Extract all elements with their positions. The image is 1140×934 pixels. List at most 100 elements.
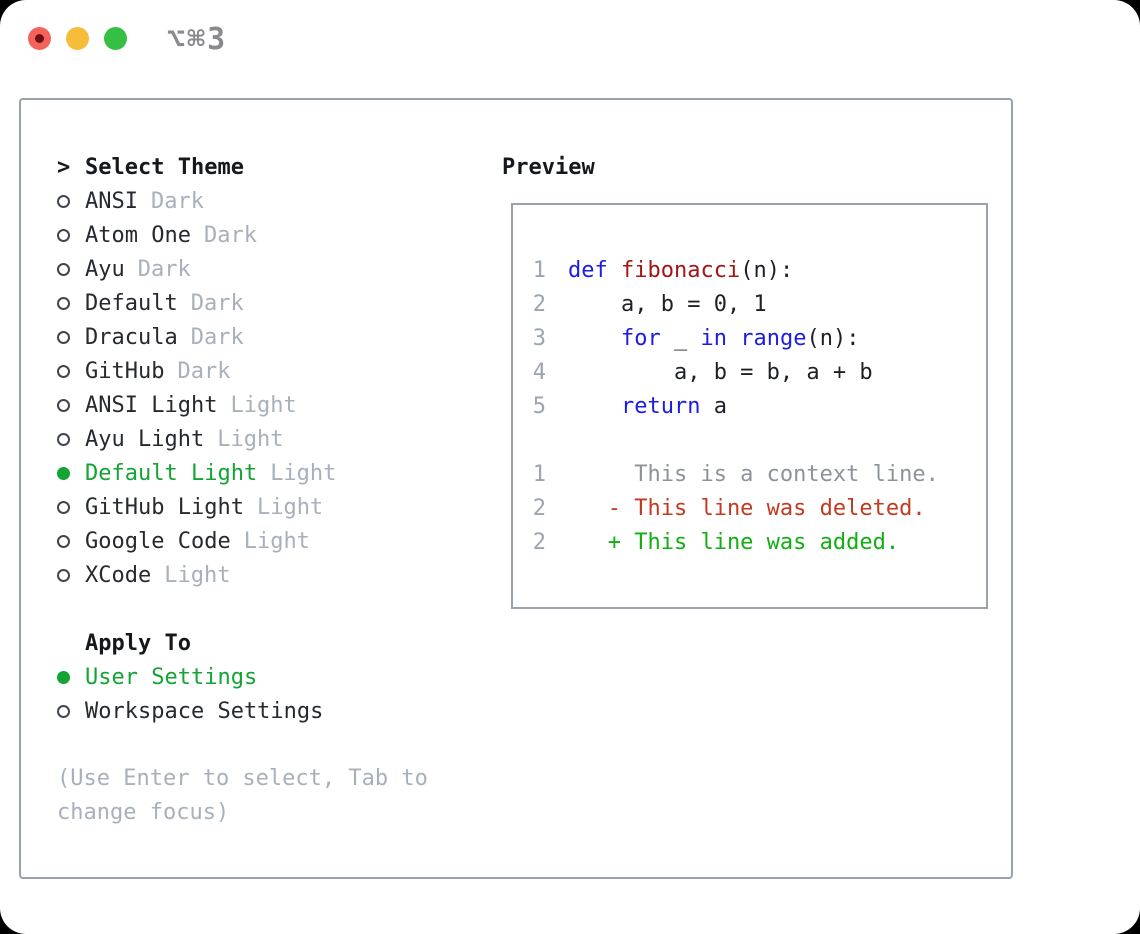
theme-option-label: GitHub xyxy=(85,358,165,384)
theme-option-label: ANSI Light xyxy=(85,392,218,418)
theme-option-label: Atom One xyxy=(85,222,191,248)
code-token xyxy=(568,326,621,351)
theme-option-label: Default Light xyxy=(85,460,258,486)
line-number: 5 xyxy=(532,393,546,419)
window-shortcut-label: ⌥⌘3 xyxy=(167,22,228,57)
keyboard-hint: (Use Enter to select, Tab to change focu… xyxy=(57,766,428,825)
theme-option-default-light[interactable]: Default Light Light xyxy=(57,456,487,490)
code-token: _ xyxy=(660,325,701,351)
theme-variant-label: Light xyxy=(256,494,324,520)
title-bar: ⌥⌘3 xyxy=(0,0,1140,76)
apply-to-title: Apply To xyxy=(85,630,191,656)
diff-line-context: 1 This is a context line. xyxy=(532,457,986,491)
radio-icon xyxy=(57,228,70,242)
radio-icon xyxy=(57,194,70,208)
apply-option-user-settings[interactable]: User Settings xyxy=(57,660,487,694)
code-token: def xyxy=(568,257,608,283)
zoom-button[interactable] xyxy=(104,27,127,50)
theme-option-ayu[interactable]: Ayu Dark xyxy=(57,252,487,286)
theme-variant-label: Light xyxy=(243,528,310,554)
apply-option-label: User Settings xyxy=(85,664,258,690)
apply-option-label: Workspace Settings xyxy=(85,698,324,724)
preview-title: Preview xyxy=(502,154,595,180)
radio-icon xyxy=(57,364,70,378)
code-line: 3 for _ in range(n): xyxy=(532,321,986,355)
theme-variant-label: Dark xyxy=(137,256,191,282)
theme-option-github[interactable]: GitHub Dark xyxy=(57,354,487,388)
code-token: range xyxy=(740,325,807,351)
line-number: 2 xyxy=(532,529,546,555)
line-number: 2 xyxy=(532,495,546,521)
theme-option-atom-one[interactable]: Atom One Dark xyxy=(57,218,487,252)
apply-to-header: Apply To xyxy=(57,626,487,660)
theme-variant-label: Dark xyxy=(190,290,244,316)
close-button[interactable] xyxy=(28,27,51,50)
code-token: return xyxy=(620,393,701,419)
theme-option-label: Ayu xyxy=(85,256,125,282)
code-token: a xyxy=(700,393,727,419)
code-token xyxy=(727,326,740,351)
diff-line-deleted: 2 - This line was deleted. xyxy=(532,491,986,525)
traffic-lights xyxy=(28,27,127,50)
apply-option-workspace-settings[interactable]: Workspace Settings xyxy=(57,694,487,728)
theme-option-google-code[interactable]: Google Code Light xyxy=(57,524,487,558)
radio-selected-icon xyxy=(57,670,70,684)
radio-icon xyxy=(57,398,70,412)
code-token xyxy=(568,394,621,419)
theme-option-label: Dracula xyxy=(85,324,178,350)
code-token: (n): xyxy=(740,257,794,283)
radio-selected-icon xyxy=(57,466,70,480)
spacer-row xyxy=(57,592,487,626)
theme-variant-label: Dark xyxy=(150,188,204,214)
radio-icon xyxy=(57,704,70,718)
theme-option-dracula[interactable]: Dracula Dark xyxy=(57,320,487,354)
line-number: 4 xyxy=(532,359,546,385)
code-token: fibonacci xyxy=(621,257,741,283)
code-token: for xyxy=(620,325,661,351)
diff-line-added: 2 + This line was added. xyxy=(532,525,986,559)
radio-icon xyxy=(57,262,70,276)
theme-option-github-light[interactable]: GitHub Light Light xyxy=(57,490,487,524)
diff-text: This is a context line. xyxy=(568,461,939,487)
theme-variant-label: Light xyxy=(270,460,337,486)
radio-icon xyxy=(57,330,70,344)
theme-variant-label: Dark xyxy=(203,222,257,248)
theme-option-label: Google Code xyxy=(85,528,231,554)
spacer-row xyxy=(532,423,986,457)
code-line: 5 return a xyxy=(532,389,986,423)
theme-variant-label: Light xyxy=(217,426,284,452)
theme-option-ansi[interactable]: ANSI Dark xyxy=(57,184,487,218)
code-token: (n): xyxy=(806,325,860,351)
theme-variant-label: Dark xyxy=(190,324,244,350)
code-line: 2 a, b = 0, 1 xyxy=(532,287,986,321)
diff-text: - This line was deleted. xyxy=(568,495,926,521)
code-line: 4 a, b = b, a + b xyxy=(532,355,986,389)
select-theme-title: Select Theme xyxy=(85,154,244,180)
radio-icon xyxy=(57,568,70,582)
theme-variant-label: Light xyxy=(164,562,231,588)
radio-icon xyxy=(57,534,70,548)
diff-text: + This line was added. xyxy=(568,529,900,555)
line-number: 1 xyxy=(532,461,546,487)
code-token: in xyxy=(700,325,727,351)
theme-option-label: ANSI xyxy=(85,188,138,214)
line-number: 2 xyxy=(532,291,546,317)
prompt-icon: > xyxy=(57,154,71,180)
line-number: 3 xyxy=(532,325,546,351)
minimize-button[interactable] xyxy=(66,27,89,50)
code-token xyxy=(608,258,621,283)
line-number: 1 xyxy=(532,257,546,283)
radio-icon xyxy=(57,500,70,514)
code-token: a, b = 0, 1 xyxy=(568,291,767,317)
theme-option-label: GitHub Light xyxy=(85,494,244,520)
theme-variant-label: Dark xyxy=(177,358,231,384)
